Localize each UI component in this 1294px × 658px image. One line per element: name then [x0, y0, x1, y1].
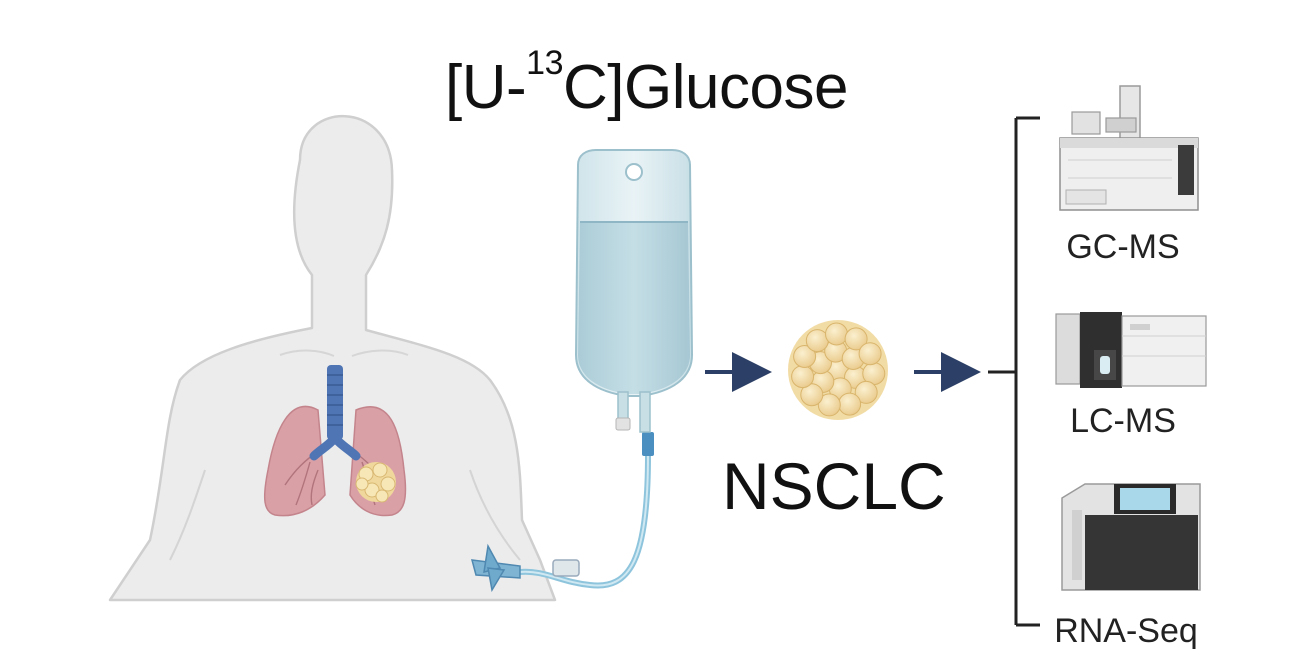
patient-figure	[108, 114, 557, 602]
tracer-title: [U-13C]Glucose	[445, 46, 848, 123]
rna-seq-label: RNA-Seq	[1054, 612, 1198, 650]
butterfly-cannula-icon	[470, 543, 521, 593]
lc-ms-label: LC-MS	[1070, 402, 1176, 440]
tumor-cell	[825, 322, 848, 346]
tumor-cell	[791, 365, 815, 389]
lung-tumor	[355, 462, 396, 503]
tumor-cell	[838, 392, 862, 416]
tracer-prefix: [U-	[445, 53, 527, 122]
iv-bag-icon	[574, 149, 694, 433]
nsclc-tumor-icon	[788, 320, 888, 420]
analysis-bracket	[988, 116, 1040, 627]
tumor-cell	[854, 380, 878, 404]
tumor-cell	[805, 329, 829, 353]
gc-ms-label: GC-MS	[1066, 228, 1180, 266]
tumor-label: NSCLC	[722, 449, 946, 523]
patient-body-silhouette	[108, 114, 557, 602]
lc-ms-instrument-icon	[1055, 312, 1207, 388]
iv-line	[470, 432, 654, 593]
tumor-cell	[793, 345, 817, 368]
tumor-cell	[844, 327, 868, 351]
gc-ms-instrument-icon	[1059, 85, 1199, 211]
isotope-superscript: 13	[526, 44, 563, 82]
trachea	[309, 365, 361, 461]
left-lung	[263, 405, 326, 517]
tumor-cell	[858, 342, 882, 366]
tracer-suffix: C]Glucose	[562, 53, 848, 122]
tumor-cell	[800, 383, 824, 407]
sequencer-icon	[1061, 483, 1201, 591]
tumor-cell	[817, 393, 841, 417]
